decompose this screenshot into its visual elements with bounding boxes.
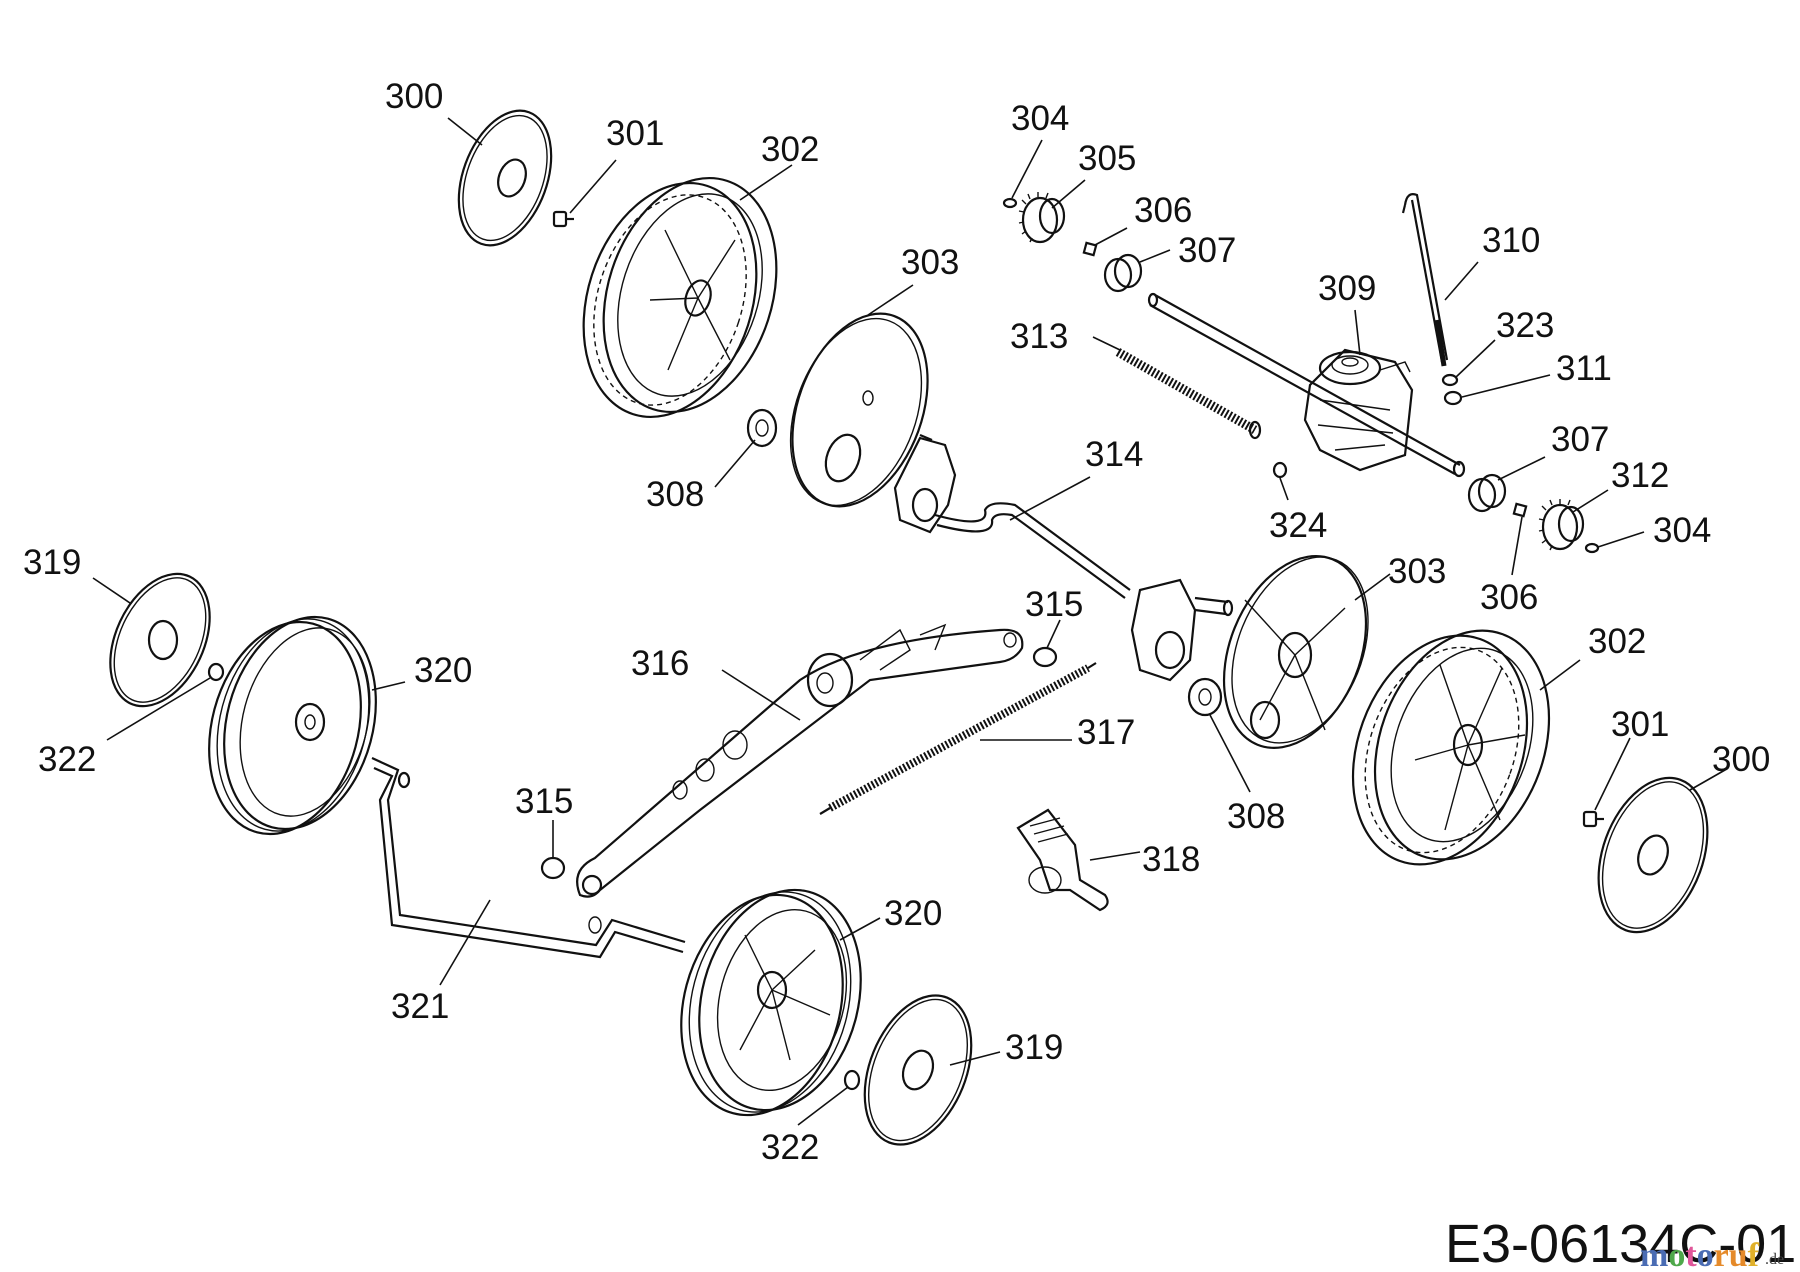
hubcap-300-top (457, 109, 553, 247)
bearing-308-right (1187, 677, 1223, 717)
hubcap-300-right (1597, 776, 1709, 934)
callout-306: 306 (1134, 191, 1192, 230)
callout-316: 316 (631, 644, 689, 683)
callout-319: 319 (1005, 1028, 1063, 1067)
retaining-ring-304-top (1002, 197, 1018, 209)
wheel-cover-303-right (1222, 555, 1369, 749)
callout-318: 318 (1142, 840, 1200, 879)
key-306-top (1082, 241, 1098, 257)
transmission-309 (1303, 348, 1414, 472)
callout-315: 315 (1025, 585, 1083, 624)
callout-314: 314 (1085, 435, 1143, 474)
axle-spring-313 (1115, 348, 1262, 440)
callout-315: 315 (515, 782, 573, 821)
washer-323 (1441, 373, 1459, 387)
leader-lines (92, 117, 1726, 1126)
hubcap-319-bottom (863, 994, 973, 1146)
pinion-gear-312 (1538, 499, 1585, 551)
drawing-code: E3-06134C-01 (1445, 1214, 1796, 1272)
callout-313: 313 (1010, 317, 1068, 356)
front-wheel-320-bottom (680, 888, 862, 1117)
bearing-308-top (746, 408, 778, 448)
nut-311 (1443, 390, 1463, 406)
callout-300: 300 (385, 77, 443, 116)
callout-301: 301 (606, 114, 664, 153)
bushing-307-top (1103, 253, 1143, 293)
rear-wheel-302-top (582, 176, 778, 419)
screw-301-right (1582, 810, 1604, 828)
bearing-322-bottom (843, 1069, 861, 1091)
key-306-right (1512, 502, 1528, 518)
washer-324 (1272, 461, 1288, 479)
callout-303: 303 (901, 243, 959, 282)
height-adjust-axle-314 (893, 433, 1234, 682)
callout-322: 322 (761, 1128, 819, 1167)
transmission-shaft (1147, 292, 1466, 478)
callout-labels: 300 301 302 303 304 305 306 307 309 310 … (23, 77, 1770, 1167)
watermark-letter: o (1697, 1237, 1714, 1272)
callout-309: 309 (1318, 269, 1376, 308)
callout-321: 321 (391, 987, 449, 1026)
callout-311: 311 (1556, 349, 1612, 388)
callout-306: 306 (1480, 578, 1538, 617)
lever-bracket-316 (576, 623, 1024, 898)
callout-304: 304 (1011, 99, 1069, 138)
hubcap-319-left (109, 572, 211, 708)
pinion-gear-305 (1018, 192, 1066, 244)
callout-310: 310 (1482, 221, 1540, 260)
watermark-letter: m (1640, 1237, 1668, 1272)
height-adjust-handle-318 (1016, 808, 1109, 912)
callout-323: 323 (1496, 306, 1554, 345)
screw-301-top (552, 210, 574, 228)
watermark-letter: r (1714, 1237, 1729, 1272)
bushing-315-top (1032, 646, 1058, 668)
callout-300: 300 (1712, 740, 1770, 779)
callout-319: 319 (23, 543, 81, 582)
bushing-315-bottom (540, 856, 566, 880)
callout-303: 303 (1388, 552, 1446, 591)
callout-307: 307 (1178, 231, 1236, 270)
bushing-307-right (1467, 473, 1507, 513)
callout-324: 324 (1269, 506, 1327, 545)
front-axle-321 (371, 757, 686, 959)
callout-307: 307 (1551, 420, 1609, 459)
watermark-logo: motoruf .de (1640, 1237, 1784, 1272)
callout-308: 308 (646, 475, 704, 514)
callout-302: 302 (761, 130, 819, 169)
retaining-ring-304-right (1584, 542, 1600, 554)
watermark-letter: f (1748, 1237, 1760, 1272)
callout-301: 301 (1611, 705, 1669, 744)
front-wheel-320-left (208, 615, 377, 836)
watermark-letter: o (1668, 1237, 1685, 1272)
watermark-letter: u (1729, 1237, 1748, 1272)
callout-305: 305 (1078, 139, 1136, 178)
watermark-suffix: .de (1765, 1251, 1784, 1268)
bearing-322-left (207, 662, 225, 682)
callout-304: 304 (1653, 511, 1711, 550)
callout-320: 320 (884, 894, 942, 933)
wheel-cover-303-top (789, 312, 929, 508)
callout-302: 302 (1588, 622, 1646, 661)
callout-308: 308 (1227, 797, 1285, 836)
rear-wheel-302-right (1351, 629, 1551, 866)
callout-320: 320 (414, 651, 472, 690)
watermark-letter: t (1685, 1237, 1697, 1272)
callout-312: 312 (1611, 456, 1669, 495)
callout-322: 322 (38, 740, 96, 779)
watermark-text: motoruf (1640, 1237, 1760, 1272)
bolt-rod-310 (1401, 193, 1449, 367)
callout-317: 317 (1077, 713, 1135, 752)
extension-spring-317 (819, 662, 1097, 815)
